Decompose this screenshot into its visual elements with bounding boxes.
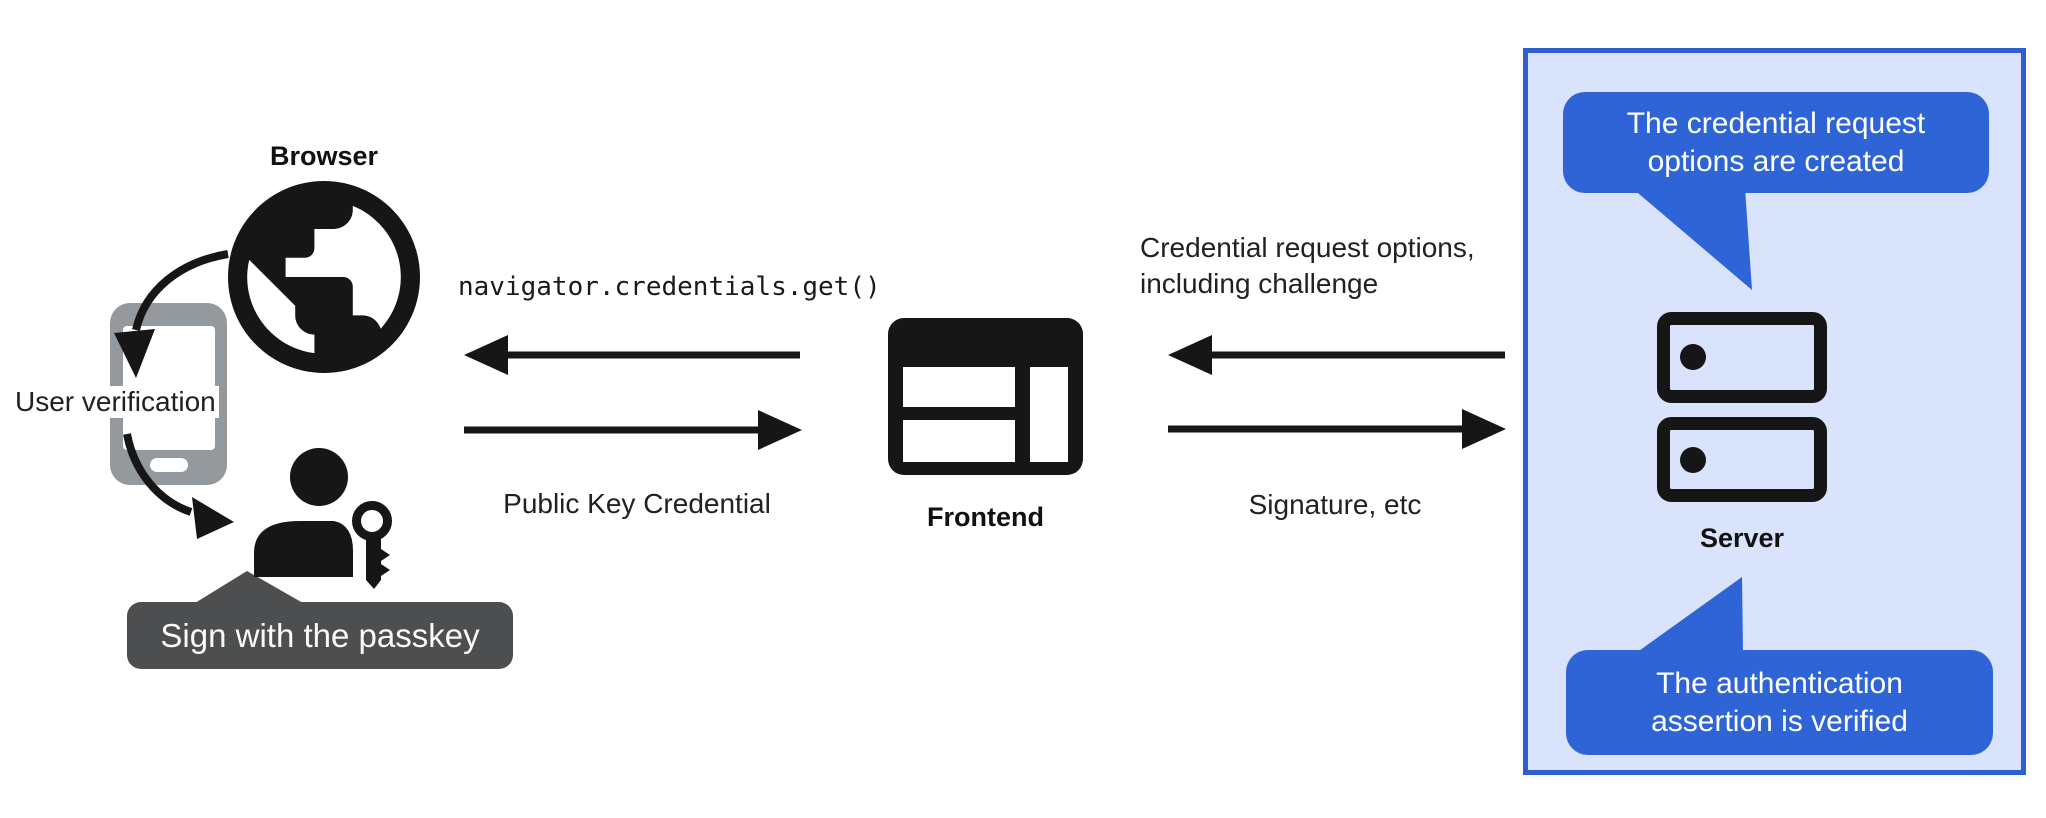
frontend-window-icon bbox=[888, 318, 1083, 475]
credential-request-line1: Credential request options, bbox=[1140, 232, 1475, 263]
navigator-call-label: navigator.credentials.get() bbox=[458, 272, 881, 302]
sign-with-passkey-text: Sign with the passkey bbox=[160, 616, 480, 654]
signature-label: Signature, etc bbox=[1248, 489, 1422, 520]
top-bubble-tail bbox=[1632, 188, 1752, 290]
arrow-frontend-to-browser bbox=[464, 335, 800, 375]
assertion-verified-bubble-line1: The authentication bbox=[1656, 666, 1903, 700]
server-panel: The credential request options are creat… bbox=[1523, 48, 2026, 775]
person-icon bbox=[254, 448, 353, 577]
credential-request-line2: including challenge bbox=[1140, 268, 1379, 299]
key-icon bbox=[352, 501, 392, 589]
assertion-verified-bubble: The authentication assertion is verified bbox=[1566, 650, 1993, 755]
arrow-server-to-frontend bbox=[1168, 335, 1505, 375]
globe-icon bbox=[228, 181, 420, 373]
public-key-credential-label: Public Key Credential bbox=[503, 488, 771, 519]
curved-arrow-browser-to-phone bbox=[114, 250, 229, 378]
frontend-label: Frontend bbox=[927, 502, 1044, 532]
user-verification-label: User verification bbox=[12, 386, 219, 418]
sign-with-passkey-tooltip: Sign with the passkey bbox=[127, 602, 513, 669]
tooltip-pointer bbox=[195, 571, 303, 603]
arrow-browser-to-frontend bbox=[464, 410, 802, 450]
server-label: Server bbox=[1699, 523, 1785, 553]
server-icon bbox=[1657, 312, 1827, 502]
curved-arrow-phone-to-user bbox=[123, 433, 234, 539]
credential-options-bubble: The credential request options are creat… bbox=[1563, 92, 1989, 193]
assertion-verified-bubble-line2: assertion is verified bbox=[1651, 704, 1908, 738]
credential-options-bubble-line1: The credential request bbox=[1626, 106, 1926, 140]
browser-label: Browser bbox=[269, 141, 379, 171]
server-panel-artwork bbox=[1632, 188, 1827, 653]
bottom-bubble-tail bbox=[1636, 577, 1743, 653]
credential-options-bubble-line2: options are created bbox=[1647, 144, 1905, 178]
arrow-frontend-to-server bbox=[1168, 409, 1506, 449]
credential-request-label: Credential request options, including ch… bbox=[1140, 230, 1475, 302]
